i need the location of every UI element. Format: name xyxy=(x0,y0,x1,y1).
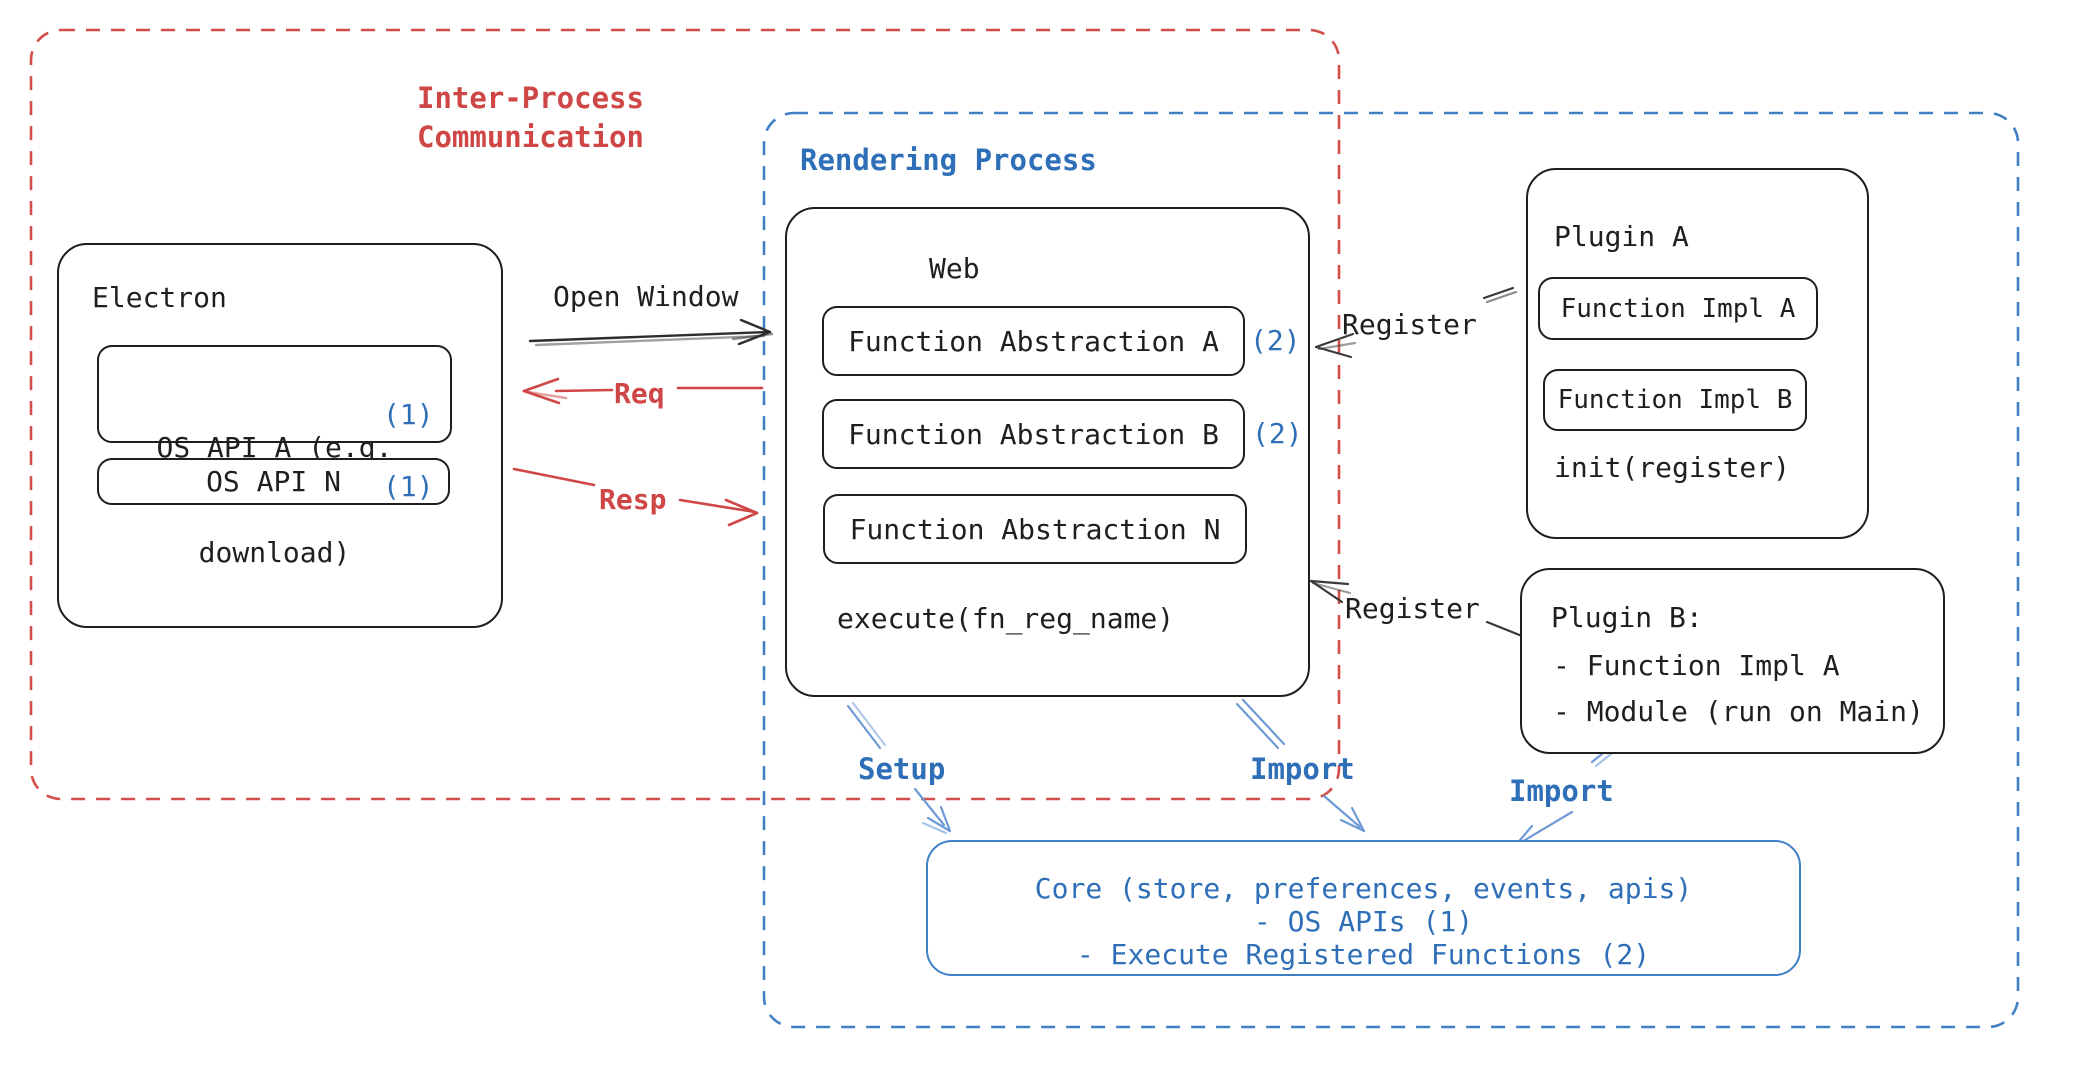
core-line1: Core (store, preferences, events, apis) xyxy=(1034,872,1693,905)
os-api-n-box: OS API N xyxy=(97,458,450,505)
register-top-arrow xyxy=(1314,286,1518,359)
function-impl-b-text: Function Impl B xyxy=(1557,385,1793,415)
function-abstraction-a-box: Function Abstraction A xyxy=(822,306,1245,376)
os-api-n-badge: (1) xyxy=(383,470,434,503)
resp-label: Resp xyxy=(599,483,667,516)
os-api-n-text: OS API N xyxy=(206,465,341,498)
plugin-b-title: Plugin B: xyxy=(1551,601,1703,634)
rendering-region-outline xyxy=(762,111,2020,1029)
function-abstraction-n-box: Function Abstraction N xyxy=(823,494,1247,564)
core-box xyxy=(926,840,1801,976)
ipc-region-outline xyxy=(29,28,1341,801)
function-abstraction-n-text: Function Abstraction N xyxy=(849,512,1221,546)
resp-arrow xyxy=(512,467,759,527)
import-web-label: Import xyxy=(1250,752,1355,786)
os-api-a-badge: (1) xyxy=(383,398,434,431)
setup-arrow xyxy=(846,701,952,835)
open-window-label: Open Window xyxy=(553,280,739,313)
core-line3: - Execute Registered Functions (2) xyxy=(1076,938,1651,971)
electron-title: Electron xyxy=(92,281,227,314)
rendering-region-label: Rendering Process xyxy=(800,143,1097,177)
req-label: Req xyxy=(614,377,665,410)
req-arrow xyxy=(522,377,764,405)
core-line2: - OS APIs (1) xyxy=(1253,905,1474,938)
plugin-b-box xyxy=(1520,568,1945,754)
plugin-b-item2: - Module (run on Main) xyxy=(1553,695,1924,728)
ipc-region-label-line2: Communication xyxy=(417,120,644,154)
function-abstraction-b-badge: (2) xyxy=(1252,417,1303,450)
function-impl-a-box: Function Impl A xyxy=(1538,277,1818,340)
register-bottom-label: Register xyxy=(1345,592,1480,625)
function-abstraction-a-text: Function Abstraction A xyxy=(848,324,1219,358)
plugin-b-item1: - Function Impl A xyxy=(1553,649,1840,682)
import-web-arrow xyxy=(1235,698,1366,833)
os-api-a-box: OS API A (e.g. download) xyxy=(97,345,452,569)
ipc-region-label-line1: Inter-Process xyxy=(417,81,644,115)
function-abstraction-b-box: Function Abstraction B xyxy=(822,399,1245,469)
plugin-a-box xyxy=(1526,168,1869,539)
function-impl-b-box: Function Impl B xyxy=(1543,369,1807,431)
open-window-arrow xyxy=(528,318,774,347)
function-abstraction-b-text: Function Abstraction B xyxy=(848,417,1219,451)
function-abstraction-a-badge: (2) xyxy=(1250,324,1301,357)
web-title: Web xyxy=(929,252,980,285)
import-plugin-label: Import xyxy=(1509,774,1614,808)
init-register-label: init(register) xyxy=(1554,451,1791,484)
register-bottom-arrow xyxy=(1309,579,1524,638)
function-impl-a-text: Function Impl A xyxy=(1560,293,1796,324)
execute-label: execute(fn_reg_name) xyxy=(837,602,1175,635)
setup-label: Setup xyxy=(858,752,946,786)
plugin-a-title: Plugin A xyxy=(1554,220,1689,253)
register-top-label: Register xyxy=(1342,308,1477,341)
